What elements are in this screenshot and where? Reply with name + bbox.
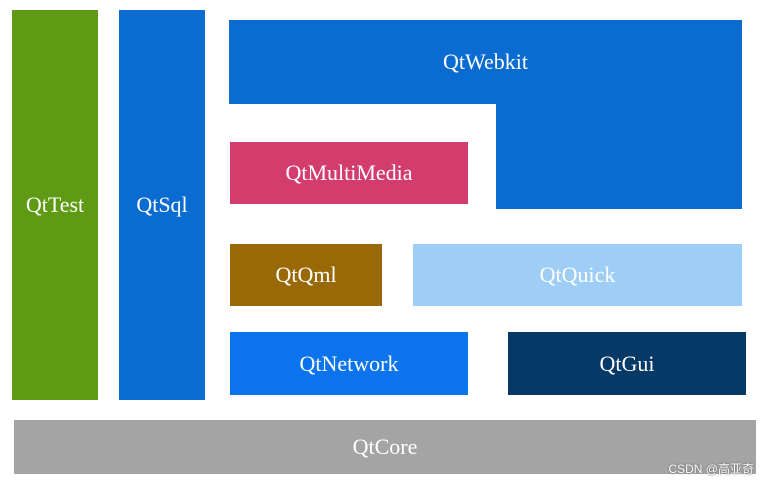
qtwebkit-shape bbox=[229, 20, 742, 209]
qtmultimedia-block: QtMultiMedia bbox=[230, 142, 468, 204]
qtgui-label: QtGui bbox=[599, 350, 655, 376]
qtgui-block: QtGui bbox=[508, 332, 746, 395]
qtmultimedia-label: QtMultiMedia bbox=[285, 160, 413, 185]
qtquick-block: QtQuick bbox=[413, 244, 742, 306]
qtqml-block: QtQml bbox=[230, 244, 382, 306]
qtsql-block: QtSql bbox=[119, 10, 205, 400]
watermark: CSDN @高亚奇 bbox=[668, 462, 754, 476]
qttest-block: QtTest bbox=[12, 10, 98, 400]
qtcore-block: QtCore bbox=[14, 420, 756, 474]
qtcore-label: QtCore bbox=[352, 434, 418, 459]
qtquick-label: QtQuick bbox=[539, 262, 616, 287]
qttest-label: QtTest bbox=[25, 192, 85, 217]
qtsql-label: QtSql bbox=[136, 192, 188, 217]
qtwebkit-label: QtWebkit bbox=[443, 49, 528, 74]
qtqml-label: QtQml bbox=[275, 262, 337, 287]
qtnetwork-block: QtNetwork bbox=[230, 332, 468, 395]
qtnetwork-label: QtNetwork bbox=[299, 350, 399, 376]
